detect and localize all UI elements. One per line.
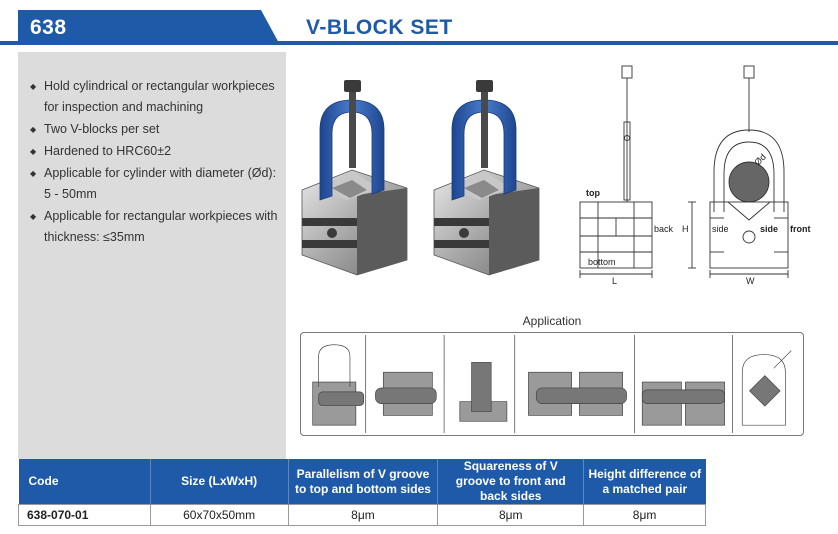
- page-title: V-BLOCK SET: [306, 16, 453, 39]
- spec-table: Code Size (LxWxH) Parallelism of V groov…: [18, 459, 706, 526]
- header: 638 V-BLOCK SET: [0, 0, 838, 52]
- application-image: [528, 371, 627, 416]
- feature-item: ◆Applicable for rectangular workpieces w…: [30, 206, 286, 248]
- label-back: back: [654, 224, 674, 234]
- feature-panel: ◆Hold cylindrical or rectangular workpie…: [18, 52, 286, 459]
- label-width: W: [746, 276, 755, 284]
- cell-code: 638-070-01: [18, 504, 151, 526]
- front-view-cylinder: [728, 161, 770, 203]
- application-image: [641, 381, 725, 426]
- cell-height-difference: 8μm: [583, 504, 706, 526]
- label-bottom: bottom: [588, 257, 616, 267]
- table-header-row: Code Size (LxWxH) Parallelism of V groov…: [18, 459, 706, 505]
- cell-size: 60x70x50mm: [149, 504, 289, 526]
- application-image: [741, 350, 792, 426]
- application-image: [312, 344, 365, 426]
- side-view-knob: [621, 65, 633, 79]
- label-side-left: side: [712, 224, 729, 234]
- label-height: H: [682, 224, 689, 234]
- col-size: Size (LxWxH): [150, 459, 289, 505]
- feature-item: ◆Two V-blocks per set: [30, 119, 286, 140]
- label-length: L: [612, 276, 617, 284]
- product-code: 638: [30, 16, 67, 39]
- col-code: Code: [18, 459, 151, 505]
- diamond-bullet-icon: ◆: [30, 169, 37, 178]
- diamond-bullet-icon: ◆: [30, 147, 37, 156]
- header-rule: [0, 41, 838, 45]
- diamond-bullet-icon: ◆: [30, 212, 37, 221]
- application-strip: [300, 332, 804, 436]
- label-side-right: side: [760, 224, 778, 234]
- front-view-block: [709, 201, 789, 269]
- application-image: [375, 371, 437, 416]
- side-view-block: [579, 201, 653, 269]
- application-title: Application: [522, 314, 582, 328]
- cell-parallelism: 8μm: [287, 504, 439, 526]
- header-code-tab: [18, 10, 280, 45]
- v-block-left: [301, 80, 408, 276]
- col-squareness: Squareness of V groove to front and back…: [437, 459, 585, 505]
- table-row: 638-070-01 60x70x50mm 8μm 8μm 8μm: [18, 504, 706, 526]
- front-view-knob: [743, 65, 755, 79]
- diamond-bullet-icon: ◆: [30, 82, 37, 91]
- front-view-clamp: [713, 129, 785, 212]
- feature-item: ◆Applicable for cylinder with diameter (…: [30, 163, 286, 205]
- diamond-bullet-icon: ◆: [30, 125, 37, 134]
- technical-drawing: top back bottom L H side side front W Ød: [579, 65, 811, 284]
- label-front: front: [790, 224, 811, 234]
- application-image: [459, 362, 508, 422]
- col-parallelism: Parallelism of V groove to top and botto…: [288, 459, 439, 505]
- feature-item: ◆Hold cylindrical or rectangular workpie…: [30, 76, 286, 118]
- cell-squareness: 8μm: [437, 504, 585, 526]
- label-top: top: [586, 188, 600, 198]
- feature-item: ◆Hardened to HRC60±2: [30, 141, 286, 162]
- product-photo: [301, 80, 540, 276]
- v-block-right: [433, 80, 540, 276]
- col-height-difference: Height difference of a matched pair: [583, 459, 706, 505]
